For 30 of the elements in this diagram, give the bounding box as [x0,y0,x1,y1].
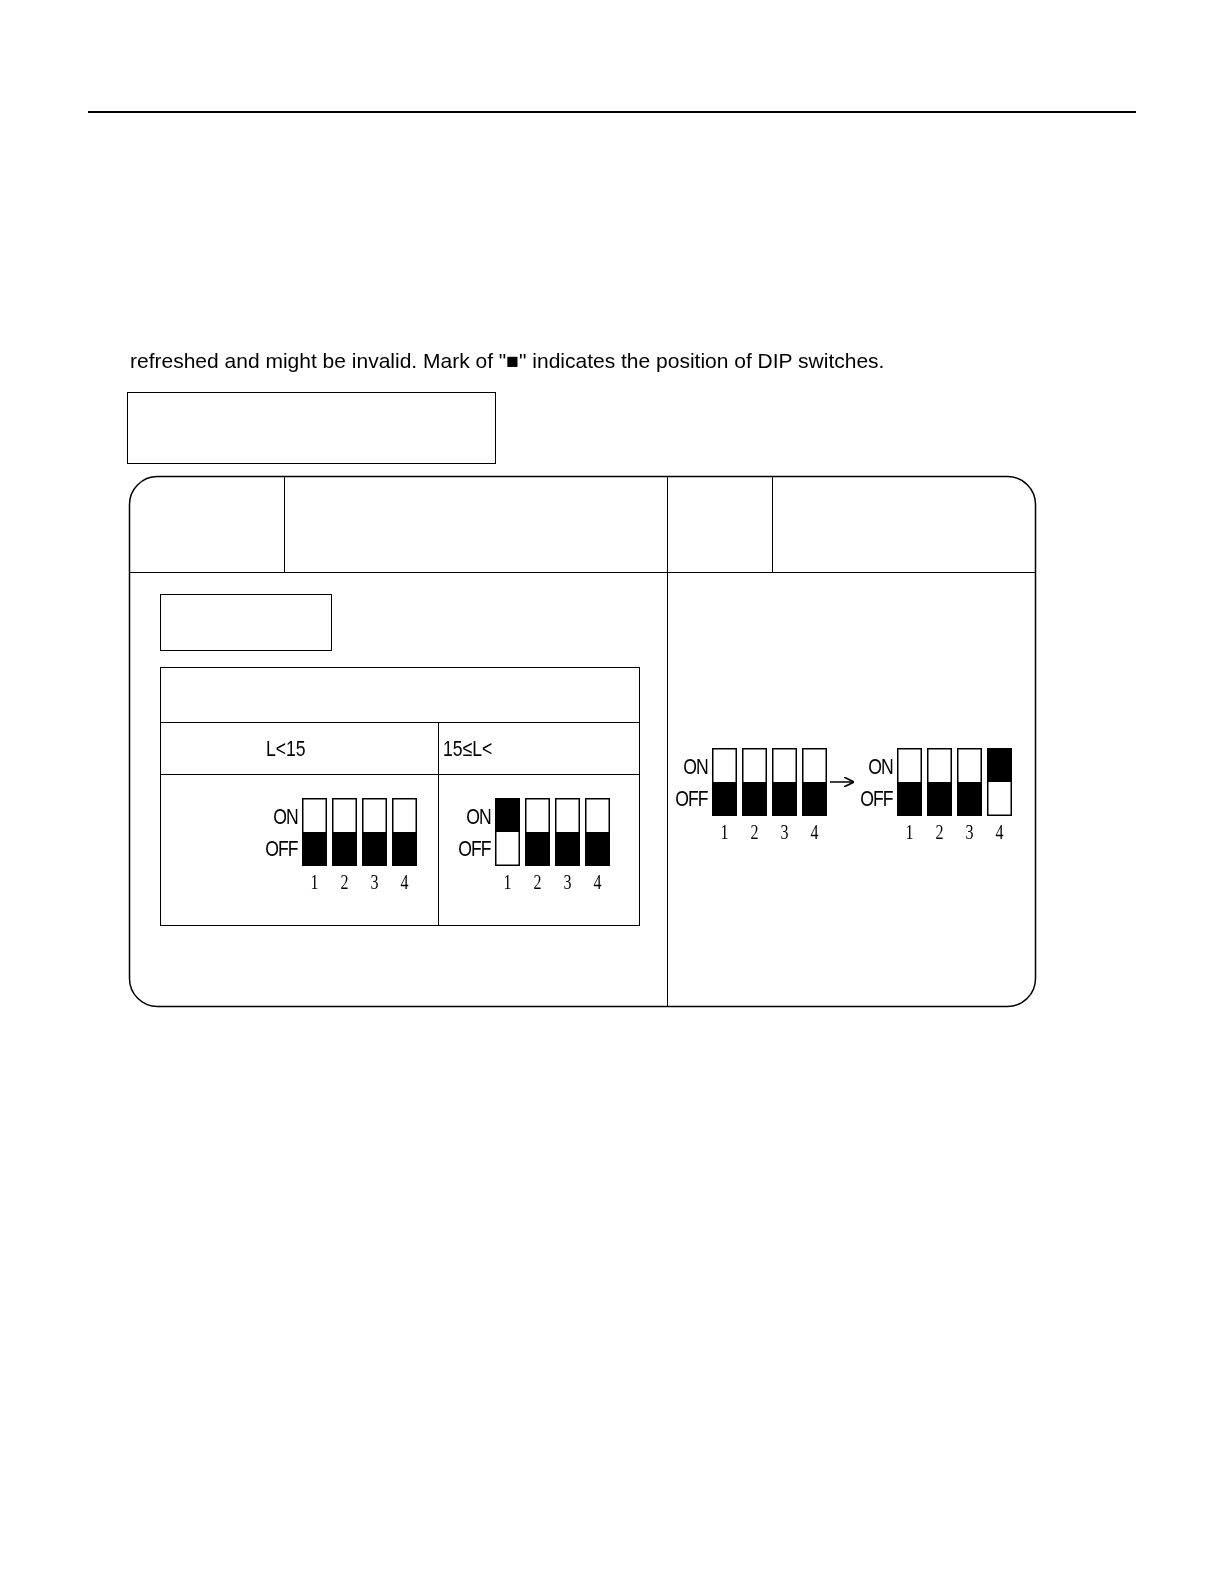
note-text: refreshed and might be invalid. Mark of "■" indicates the position of DIP switches. [130,350,885,371]
switch-number: 3 [779,822,790,842]
switch-number: 2 [749,822,760,842]
length-condition: L<15 [266,738,306,760]
switch-number: 4 [994,822,1005,842]
switch-number: 4 [592,872,603,892]
on-label: ON [683,756,708,778]
length-condition: 15≤L< [443,738,493,760]
switch-number: 4 [399,872,410,892]
off-label: OFF [458,838,491,860]
switch-number: 1 [309,872,320,892]
on-label: ON [868,756,893,778]
on-label: ON [466,806,491,828]
on-label: ON [273,806,298,828]
off-label: OFF [675,788,708,810]
empty-box [160,594,332,651]
off-label: OFF [265,838,298,860]
switch-number: 1 [904,822,915,842]
switch-number: 1 [502,872,513,892]
empty-box [127,392,496,464]
switch-number: 2 [339,872,350,892]
switch-number: 2 [934,822,945,842]
arrow [829,775,855,789]
switch-number: 3 [964,822,975,842]
switch-number: 2 [532,872,543,892]
switch-number: 3 [369,872,380,892]
off-label: OFF [860,788,893,810]
switch-number: 1 [719,822,730,842]
switch-number: 4 [809,822,820,842]
switch-number: 3 [562,872,573,892]
